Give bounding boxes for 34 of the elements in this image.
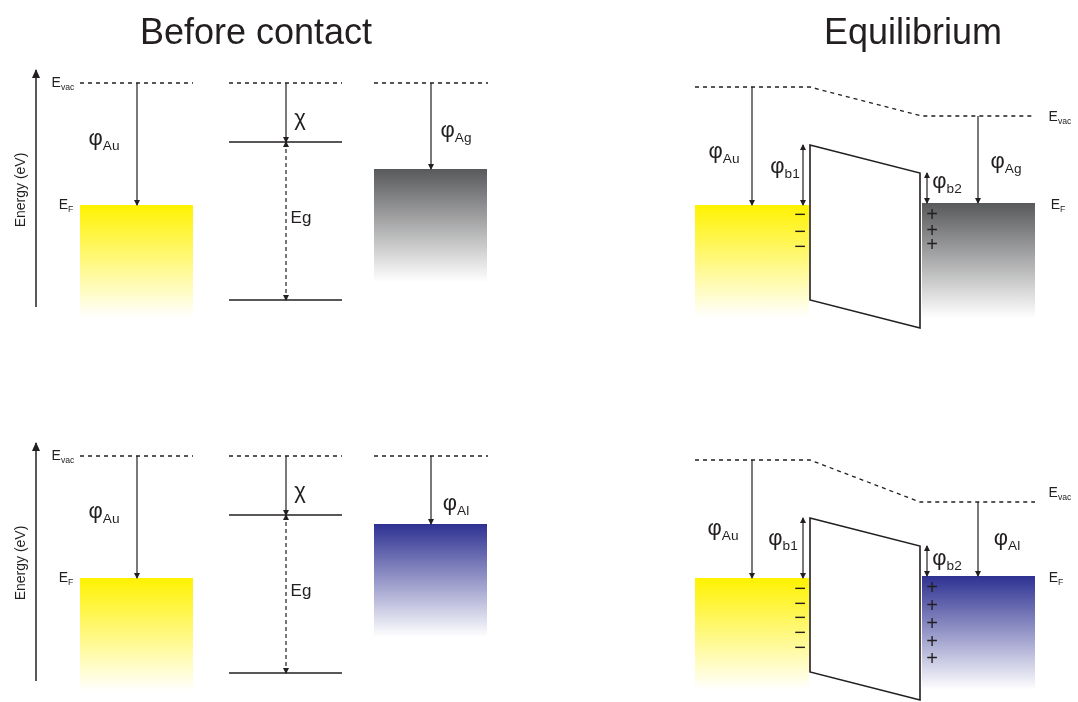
charge-sign: +	[926, 631, 938, 651]
symbol-label: φ$_{Ag}$	[440, 119, 472, 145]
symbol-label: φ$_{Al}$	[993, 527, 1021, 553]
symbol-label: φ$_{Au}$	[88, 127, 120, 153]
symbol-label: φ$_{Au}$	[708, 140, 740, 166]
symbol-label: φ$_{b1}$	[768, 527, 798, 553]
symbol-label: φ$_{b1}$	[770, 155, 800, 181]
symbol-label: Eg	[290, 208, 312, 226]
energy-level-label: E$_{F}$	[58, 196, 74, 214]
energy-level-label: E$_{vac}$	[51, 74, 75, 92]
symbol-label: φ$_{Ag}$	[990, 150, 1022, 176]
axis-label: Energy (eV)	[13, 152, 27, 228]
charge-sign: +	[926, 613, 938, 633]
energy-level-label: E$_{F}$	[58, 569, 74, 587]
symbol-label: χ	[294, 480, 306, 502]
charge-sign: +	[926, 595, 938, 615]
symbol-label: φ$_{Al}$	[442, 492, 470, 518]
symbol-label: φ$_{b2}$	[932, 170, 962, 196]
energy-level-label: E$_{vac}$	[51, 447, 75, 465]
energy-level-label: E$_{F}$	[1050, 196, 1066, 214]
panel-title: Before contact	[139, 14, 373, 50]
charge-sign: −	[794, 204, 806, 224]
symbol-label: Eg	[290, 581, 312, 599]
charge-sign: +	[926, 577, 938, 597]
energy-level-label: E$_{F}$	[1048, 569, 1064, 587]
symbol-label: φ$_{Au}$	[707, 517, 739, 543]
symbol-label: φ$_{Au}$	[88, 500, 120, 526]
symbol-label: φ$_{b2}$	[932, 547, 962, 573]
axis-label: Energy (eV)	[13, 525, 27, 601]
energy-level-label: E$_{vac}$	[1048, 484, 1072, 502]
energy-level-label: E$_{vac}$	[1048, 108, 1072, 126]
charge-sign: +	[926, 648, 938, 668]
symbol-label: χ	[294, 107, 306, 129]
panel-title: Equilibrium	[823, 14, 1003, 50]
